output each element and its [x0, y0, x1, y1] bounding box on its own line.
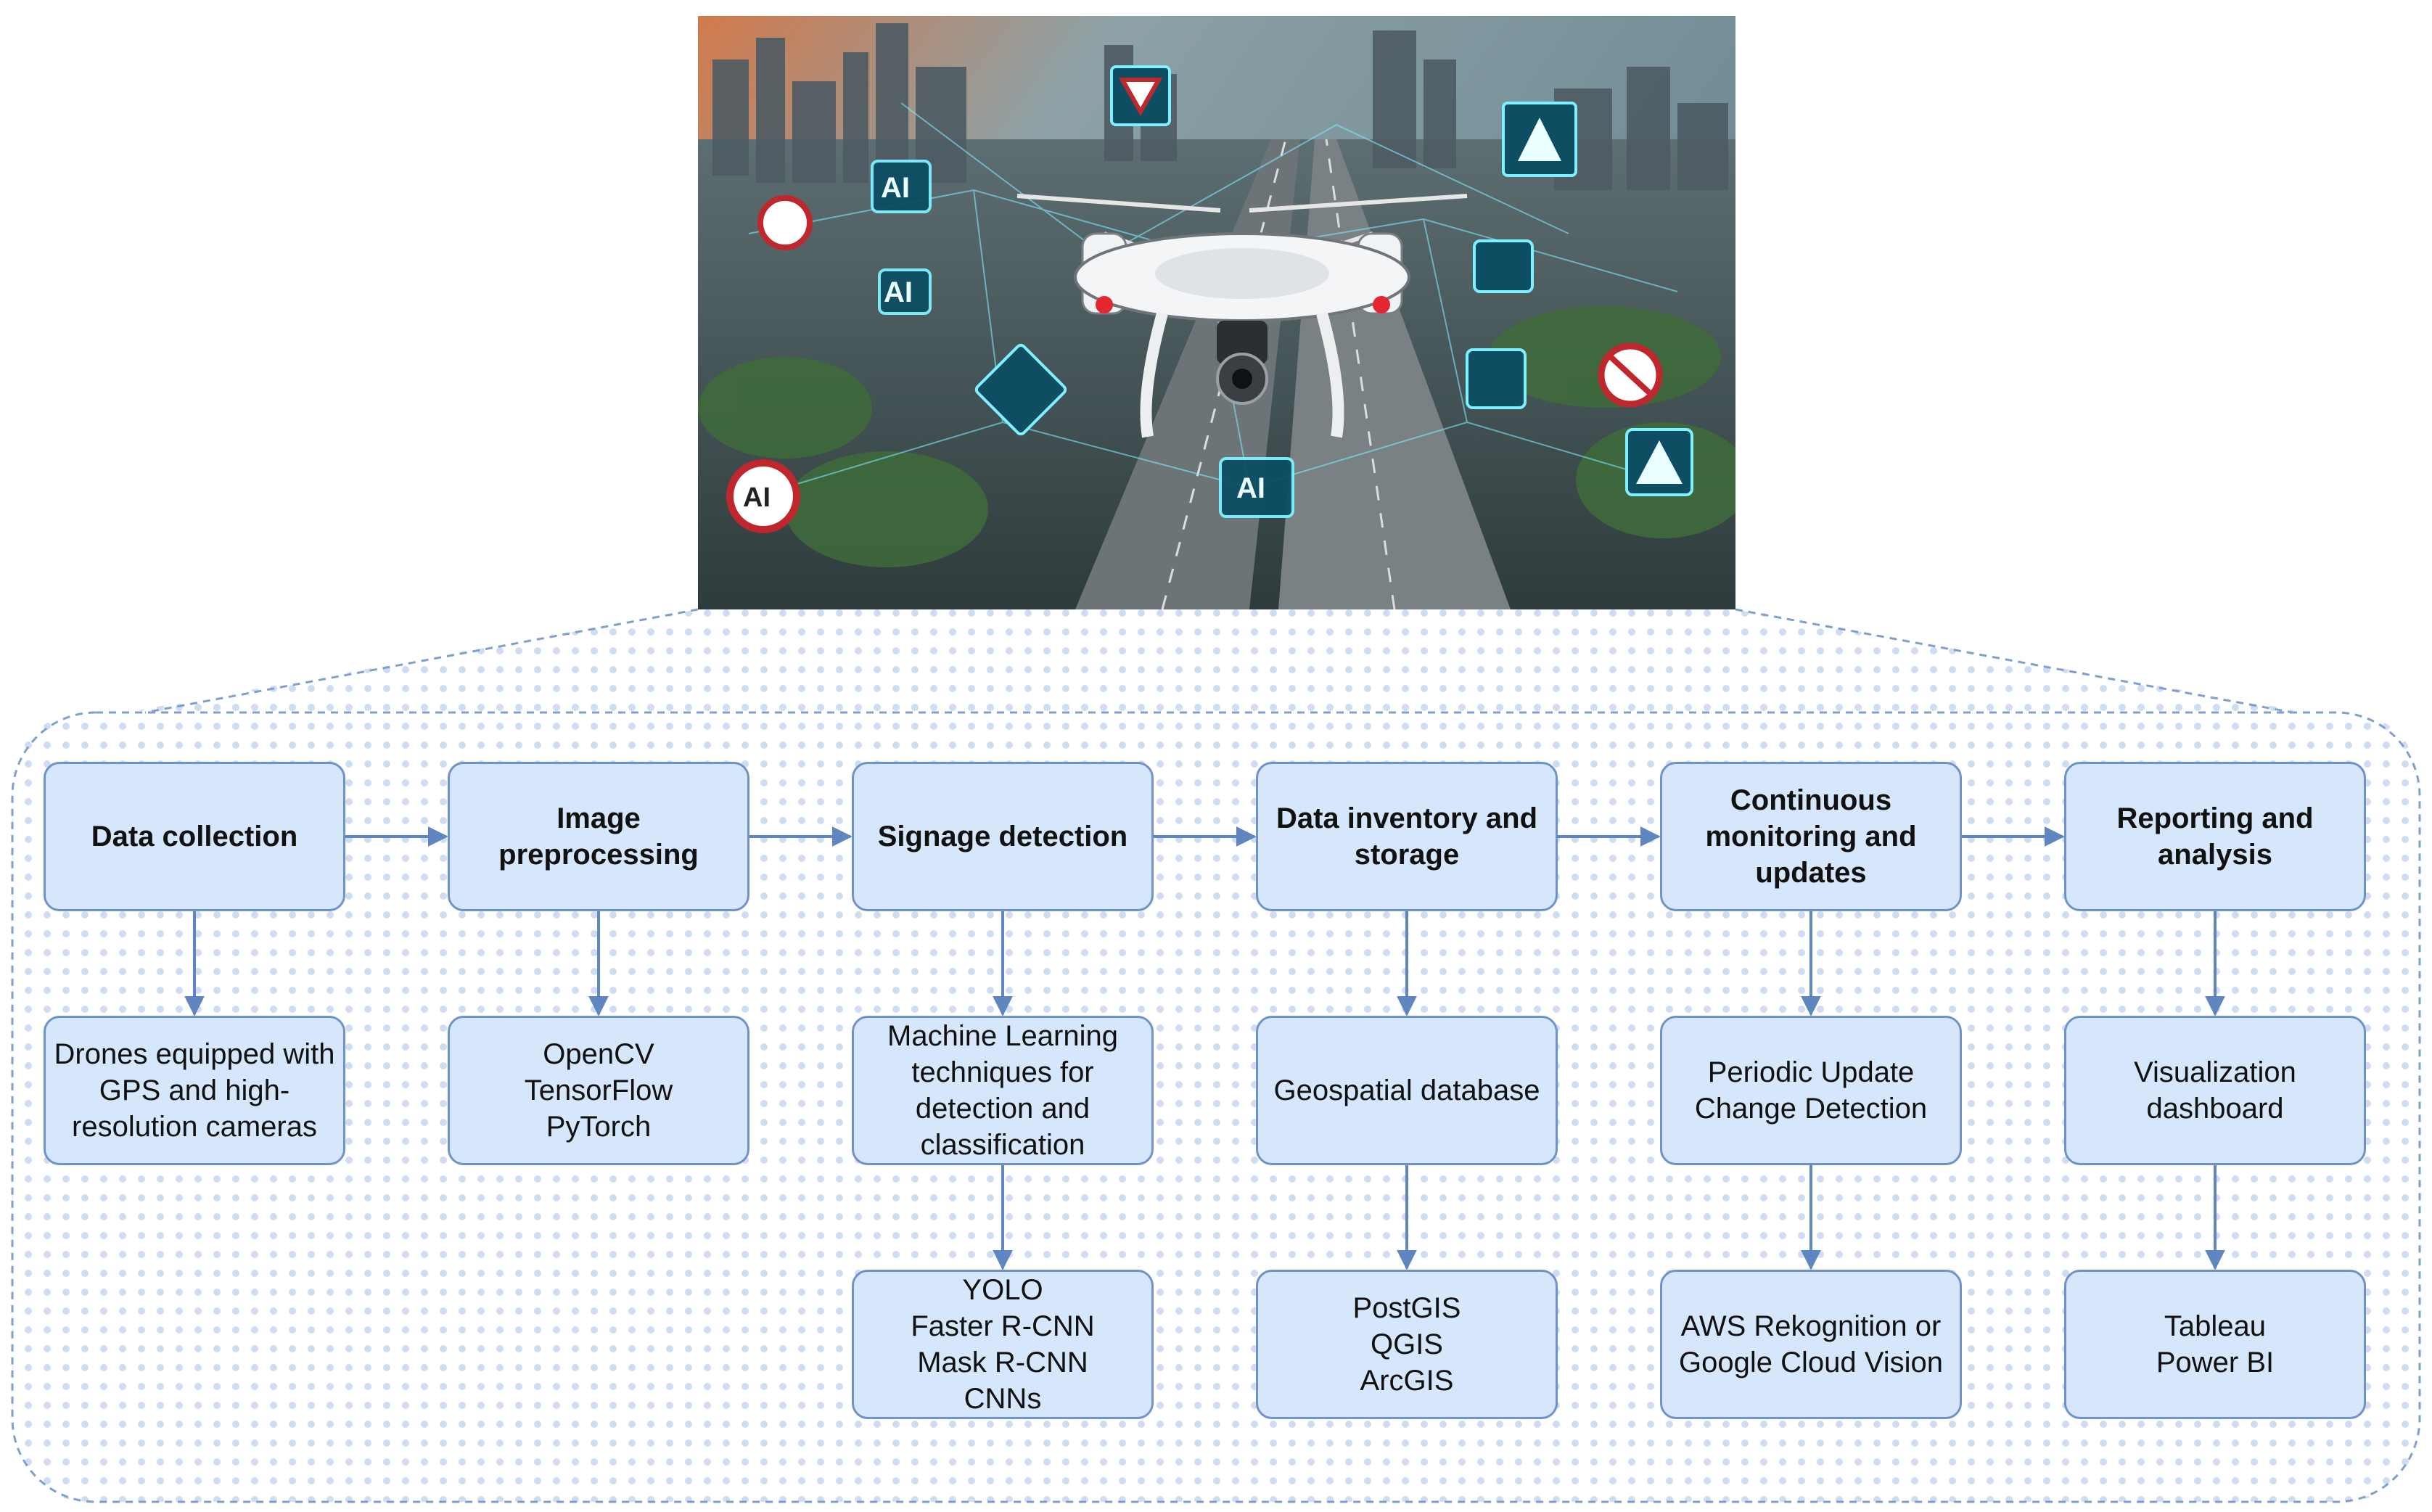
detail-text: Geospatial database	[1273, 1075, 1540, 1106]
detail-text: Visualization dashboard	[2134, 1056, 2296, 1125]
detail-text: Drones equipped with GPS and high- resol…	[54, 1038, 335, 1143]
detail-box: Tableau Power BI	[2064, 1270, 2366, 1419]
stage-box-data-collection: Data collection	[44, 762, 345, 911]
ai-overlay-label: AI	[881, 172, 910, 204]
detail-box: Machine Learning techniques for detectio…	[852, 1016, 1154, 1165]
stage-box-reporting-and-analysis: Reporting and analysis	[2064, 762, 2366, 911]
ai-overlay-label: AI	[743, 482, 771, 513]
stage-title: Continuous monitoring and updates	[1705, 784, 1917, 889]
stage-box-image-preprocessing: Image preprocessing	[448, 762, 749, 911]
detail-text: Tableau Power BI	[2156, 1310, 2275, 1379]
detail-text: OpenCV TensorFlow PyTorch	[524, 1038, 673, 1143]
detail-box: Visualization dashboard	[2064, 1016, 2366, 1165]
detail-box: PostGIS QGIS ArcGIS	[1256, 1270, 1558, 1419]
stage-box-data-inventory-and-storage: Data inventory and storage	[1256, 762, 1558, 911]
drone-icon	[1016, 194, 1468, 438]
stage-title: Data collection	[91, 821, 298, 852]
perspective-line-left	[144, 608, 699, 714]
dotted-background	[12, 609, 2420, 1502]
detail-box: Drones equipped with GPS and high- resol…	[44, 1016, 345, 1165]
detail-text: Machine Learning techniques for detectio…	[887, 1020, 1118, 1161]
ai-overlay-label: AI	[1236, 472, 1265, 504]
ai-overlay-label: AI	[884, 276, 913, 308]
dashed-frame	[11, 711, 2421, 1503]
detail-text: YOLO Faster R-CNN Mask R-CNN CNNs	[911, 1274, 1095, 1415]
detail-box: Periodic Update Change Detection	[1660, 1016, 1962, 1165]
detail-text: PostGIS QGIS ArcGIS	[1352, 1292, 1461, 1397]
arrows	[184, 826, 2225, 1270]
stage-box-continuous-monitoring-and-updates: Continuous monitoring and updates	[1660, 762, 1962, 911]
stage-title: Reporting and analysis	[2116, 802, 2314, 871]
detail-box: YOLO Faster R-CNN Mask R-CNN CNNs	[852, 1270, 1154, 1419]
stage-title: Image preprocessing	[498, 802, 699, 871]
detail-box: OpenCV TensorFlow PyTorch	[448, 1016, 749, 1165]
detail-box: Geospatial database	[1256, 1016, 1558, 1165]
detail-box: AWS Rekognition or Google Cloud Vision	[1660, 1270, 1962, 1419]
detail-text: AWS Rekognition or Google Cloud Vision	[1679, 1310, 1943, 1379]
drone-city-illustration: AI AI AI AI	[698, 16, 1735, 609]
stage-box-signage-detection: Signage detection	[852, 762, 1154, 911]
stage-title: Data inventory and storage	[1275, 802, 1538, 871]
perspective-line-right	[1735, 608, 2293, 714]
detail-text: Periodic Update Change Detection	[1694, 1056, 1928, 1125]
stage-title: Signage detection	[877, 821, 1128, 852]
